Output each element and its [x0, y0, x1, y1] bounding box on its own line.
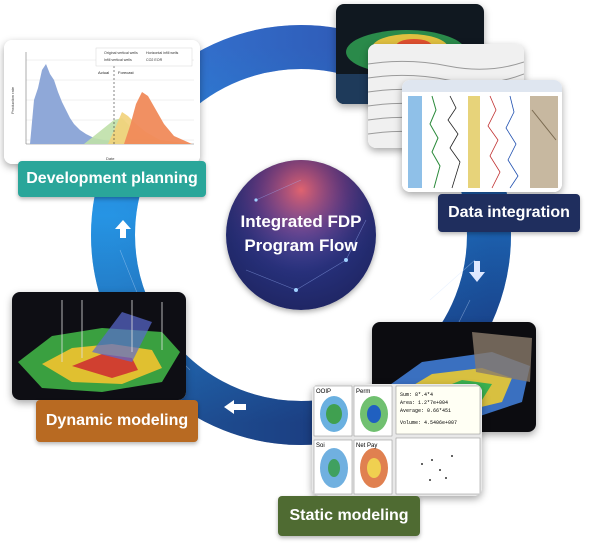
- dynamic-modeling-label[interactable]: Dynamic modeling: [36, 400, 198, 442]
- annotation-actual: Actual: [98, 70, 109, 75]
- development-planning-image: Original vertical wells Horizontal infil…: [4, 40, 200, 164]
- static-maps-image: OOIP Perm Soi Net Pay Sum: 8*.4*4 Area: …: [312, 384, 482, 496]
- development-planning-text: Development planning: [26, 170, 198, 187]
- development-planning-label[interactable]: Development planning: [18, 161, 206, 197]
- center-title-line2: Program Flow: [244, 236, 358, 255]
- map-label: OOIP: [316, 389, 331, 395]
- dynamic-modeling-text: Dynamic modeling: [45, 412, 189, 429]
- map-label: Net Pay: [356, 443, 377, 449]
- legend-entry: Horizontal infill wells: [146, 51, 179, 55]
- data-integration-label[interactable]: Data integration: [438, 194, 580, 232]
- stat-line: Average: 0.66*451: [400, 408, 451, 414]
- center-title: Integrated FDP Program Flow: [226, 210, 376, 258]
- arrow-left-icon: [222, 398, 248, 421]
- stat-line: Area: 1.2*7e+004: [400, 400, 448, 406]
- chart-xlabel: Date: [106, 156, 115, 161]
- map-label: Perm: [356, 389, 370, 395]
- center-circle: [226, 160, 376, 310]
- static-modeling-text: Static modeling: [289, 507, 409, 524]
- arrow-up-icon: [112, 218, 134, 245]
- stat-line: Volume: 4.5406e+007: [400, 420, 457, 426]
- legend-entry: Infill vertical wells: [104, 58, 132, 62]
- arrow-down-icon: [466, 258, 488, 289]
- annotation-forecast: Forecast: [118, 70, 134, 75]
- well-log-image: [402, 80, 562, 192]
- dynamic-model-image: [12, 292, 186, 400]
- center-title-line1: Integrated FDP: [240, 212, 362, 231]
- stat-line: Sum: 8*.4*4: [400, 392, 433, 398]
- map-label: Soi: [316, 443, 325, 449]
- legend-entry: CO2 EOR: [146, 58, 163, 62]
- chart-ylabel: Production rate: [10, 86, 15, 114]
- legend-entry: Original vertical wells: [104, 51, 138, 55]
- data-integration-text: Data integration: [448, 204, 570, 221]
- static-modeling-label[interactable]: Static modeling: [278, 496, 420, 536]
